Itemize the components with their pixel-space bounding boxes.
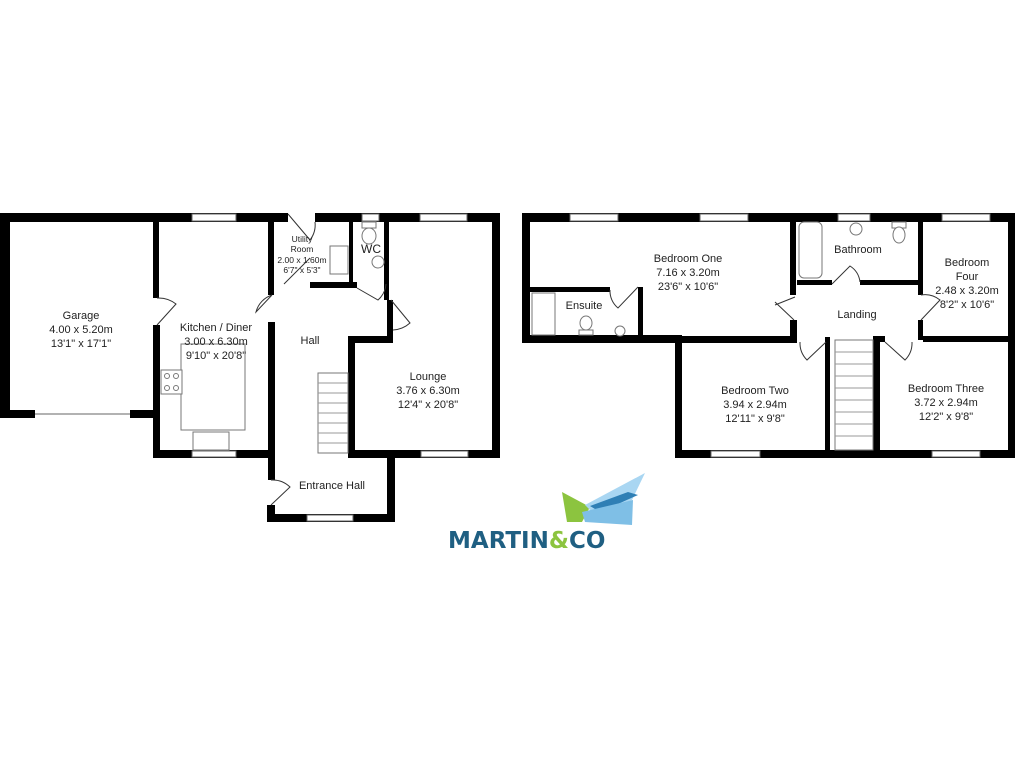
stairs (317, 372, 349, 454)
ensuite-toilet-icon (579, 315, 593, 331)
basin-icon (371, 255, 385, 269)
room-name-wc: WC (361, 242, 381, 256)
martin-and-co-logo: MARTIN&CO (448, 473, 645, 554)
stairs-upper (834, 339, 874, 451)
room-metric-garage: 4.00 x 5.20m (49, 324, 113, 336)
room-imperial-bedroom-one: 23'6" x 10'6" (658, 281, 718, 293)
first-floor-fixtures (531, 221, 907, 451)
logo-sky-shape (582, 500, 633, 525)
room-metric-bedroom-three: 3.72 x 2.94m (914, 397, 978, 409)
room-imperial-bedroom-two: 12'11" x 9'8" (725, 413, 785, 425)
bathroom-basin-icon (849, 222, 863, 236)
kitchen-island (180, 343, 246, 431)
room-name2-utility: Room (291, 244, 314, 254)
room-metric-utility: 2.00 x 1.60m (277, 255, 326, 265)
room-imperial-utility: 6'7" x 5'3" (283, 265, 320, 275)
svg-text:MARTIN&CO: MARTIN&CO (448, 528, 605, 554)
room-name-bedroom-four: Bedroom (945, 257, 990, 269)
room-metric-bedroom-one: 7.16 x 3.20m (656, 267, 720, 279)
bath-icon (798, 221, 823, 279)
first-floor-walls (522, 213, 1015, 458)
room-metric-bedroom-four: 2.48 x 3.20m (935, 285, 999, 297)
room-imperial-bedroom-four: 8'2" x 10'6" (940, 299, 994, 311)
room-name-ensuite: Ensuite (566, 300, 603, 312)
room-name2-bedroom-four: Four (956, 271, 979, 283)
room-metric-bedroom-two: 3.94 x 2.94m (723, 399, 787, 411)
ground-floor-doors (156, 213, 411, 506)
bathroom-toilet-icon (892, 226, 906, 244)
room-imperial-kitchen: 9'10" x 20'8" (186, 350, 246, 362)
room-name-bedroom-three: Bedroom Three (908, 383, 984, 395)
room-name-lounge: Lounge (410, 371, 447, 383)
room-imperial-lounge: 12'4" x 20'8" (398, 399, 458, 411)
room-name-kitchen: Kitchen / Diner (180, 322, 252, 334)
room-name-utility: Utility (292, 234, 314, 244)
room-metric-lounge: 3.76 x 6.30m (396, 385, 460, 397)
room-metric-kitchen: 3.00 x 6.30m (184, 336, 248, 348)
ensuite-basin-icon (614, 325, 626, 337)
room-name-landing: Landing (837, 309, 876, 321)
ground-floor-labels: Garage 4.00 x 5.20m 13'1" x 17'1" Kitche… (49, 234, 460, 492)
first-floor-windows (569, 213, 991, 458)
utility-sink-icon (329, 245, 349, 275)
room-name-bedroom-two: Bedroom Two (721, 385, 789, 397)
room-imperial-bedroom-three: 12'2" x 9'8" (919, 411, 973, 423)
room-name-bathroom: Bathroom (834, 244, 882, 256)
shower-icon (531, 292, 556, 336)
ground-floor-fixtures (160, 221, 385, 454)
first-floor-labels: Bedroom One 7.16 x 3.20m 23'6" x 10'6" E… (566, 244, 999, 425)
ground-floor-windows (35, 213, 469, 522)
logo-blue-shape (590, 492, 638, 512)
hob-icon (160, 369, 183, 395)
room-imperial-garage: 13'1" x 17'1" (51, 338, 111, 350)
room-name-entrance-hall: Entrance Hall (299, 480, 365, 492)
sink-icon (192, 431, 230, 451)
room-name-bedroom-one: Bedroom One (654, 253, 722, 265)
ground-floor-walls (0, 213, 500, 522)
room-name-garage: Garage (63, 310, 100, 322)
room-name-hall: Hall (301, 335, 320, 347)
first-floor-doors (609, 265, 941, 361)
